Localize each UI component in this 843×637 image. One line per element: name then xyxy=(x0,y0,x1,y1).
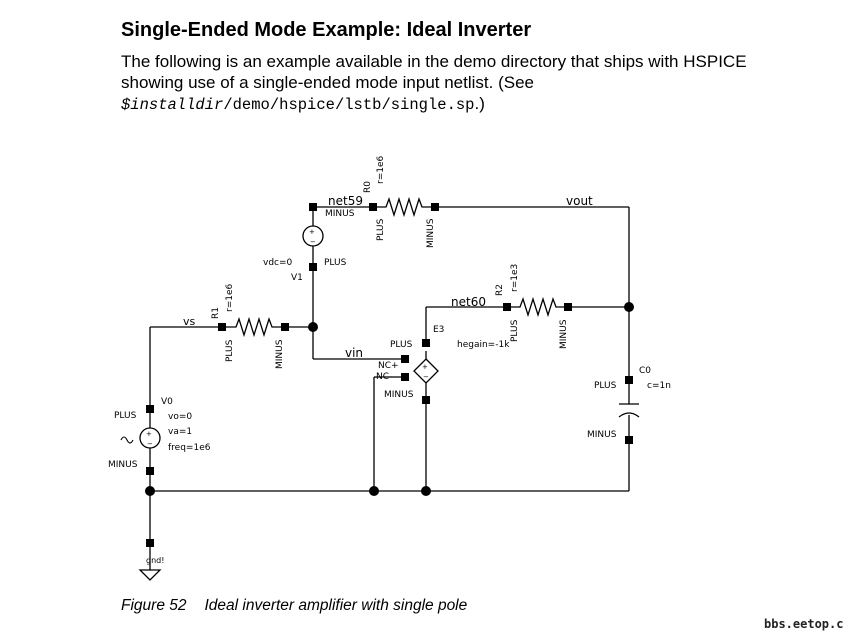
r1-name-label: R1 xyxy=(211,307,221,319)
figure-label: Figure 52 xyxy=(121,597,187,614)
v1-plus-sign: + xyxy=(309,228,315,236)
c0-value-label: c=1n xyxy=(647,381,671,391)
e3-minus-sign: − xyxy=(423,373,429,381)
r0-value-label: r=1e6 xyxy=(376,155,386,184)
path-rest: /demo/hspice/lstb/single.sp xyxy=(223,96,475,114)
sine-wave-icon xyxy=(120,436,134,444)
r1-value-label: r=1e6 xyxy=(225,283,235,312)
v0-param-freq: freq=1e6 xyxy=(168,443,211,453)
path-variable: $installdir xyxy=(121,96,224,114)
v0-minus-pin-label: MINUS xyxy=(108,460,138,470)
resistor-r2-body xyxy=(507,296,568,318)
r1-plus-pin-label: PLUS xyxy=(225,339,235,362)
figure-caption-text: Ideal inverter amplifier with single pol… xyxy=(204,597,468,614)
net-vin-label: vin xyxy=(345,346,363,360)
c0-minus-pin-label: MINUS xyxy=(587,430,617,440)
wires xyxy=(149,206,630,570)
e3-plus-pin-label: PLUS xyxy=(390,340,413,350)
intro-paragraph: The following is an example available in… xyxy=(121,51,761,116)
figure-caption: Figure 52 Ideal inverter amplifier with s… xyxy=(121,597,467,615)
v1-minus-sign: − xyxy=(310,238,316,246)
intro-text: The following is an example available in… xyxy=(121,52,747,92)
c0-plus-pin-label: PLUS xyxy=(594,381,617,391)
c0-name-label: C0 xyxy=(639,366,651,376)
r2-minus-pin-label: MINUS xyxy=(559,319,569,349)
capacitor-c0-symbol xyxy=(618,403,640,418)
ground-icon xyxy=(138,569,162,581)
net-net60-label: net60 xyxy=(451,295,486,309)
net-gnd-label: gnd! xyxy=(146,556,164,565)
pins xyxy=(146,203,633,547)
junctions xyxy=(145,302,634,496)
r0-plus-pin-label: PLUS xyxy=(376,218,386,241)
r0-minus-pin-label: MINUS xyxy=(325,209,355,219)
demo-file-path: $installdir/demo/hspice/lstb/single.sp xyxy=(121,96,474,114)
r2-value-label: r=1e3 xyxy=(510,264,520,292)
e3-minus-pin-label: MINUS xyxy=(384,390,414,400)
v0-plus-pin-label: PLUS xyxy=(114,411,137,421)
e3-value-label: hegain=-1k xyxy=(457,340,510,350)
v0-minus-sign: − xyxy=(147,440,153,448)
r0-minus-pin-label-2: MINUS xyxy=(426,218,436,248)
source-v0-symbol xyxy=(139,427,161,449)
v0-name-label: V0 xyxy=(161,397,173,407)
intro-end: .) xyxy=(474,94,485,113)
net-vout-label: vout xyxy=(566,194,593,208)
r2-plus-pin-label: PLUS xyxy=(510,319,520,342)
r0-name-label: R0 xyxy=(363,181,373,193)
e3-ncm-pin-label: NC- xyxy=(376,372,392,382)
net-vs-label: vs xyxy=(183,315,196,328)
v0-plus-sign: + xyxy=(146,430,152,438)
source-v1-symbol xyxy=(302,225,324,247)
section-title: Single-Ended Mode Example: Ideal Inverte… xyxy=(121,19,532,41)
v1-value-label: vdc=0 xyxy=(263,258,293,268)
net-net59-label: net59 xyxy=(328,194,363,208)
e3-name-label: E3 xyxy=(433,325,444,335)
v1-name-label: V1 xyxy=(291,273,303,283)
e3-ncp-pin-label: NC+ xyxy=(378,361,399,371)
r2-name-label: R2 xyxy=(495,284,505,296)
v0-param-va: va=1 xyxy=(168,427,192,437)
e3-plus-sign: + xyxy=(422,363,428,371)
watermark: bbs.eetop.cn xyxy=(764,617,843,631)
v1-plus-pin-label: PLUS xyxy=(324,258,347,268)
resistor-r0-body xyxy=(373,196,435,218)
v0-param-vo: vo=0 xyxy=(168,412,192,422)
resistor-r1-body xyxy=(222,316,285,338)
r1-minus-pin-label: MINUS xyxy=(275,339,285,369)
